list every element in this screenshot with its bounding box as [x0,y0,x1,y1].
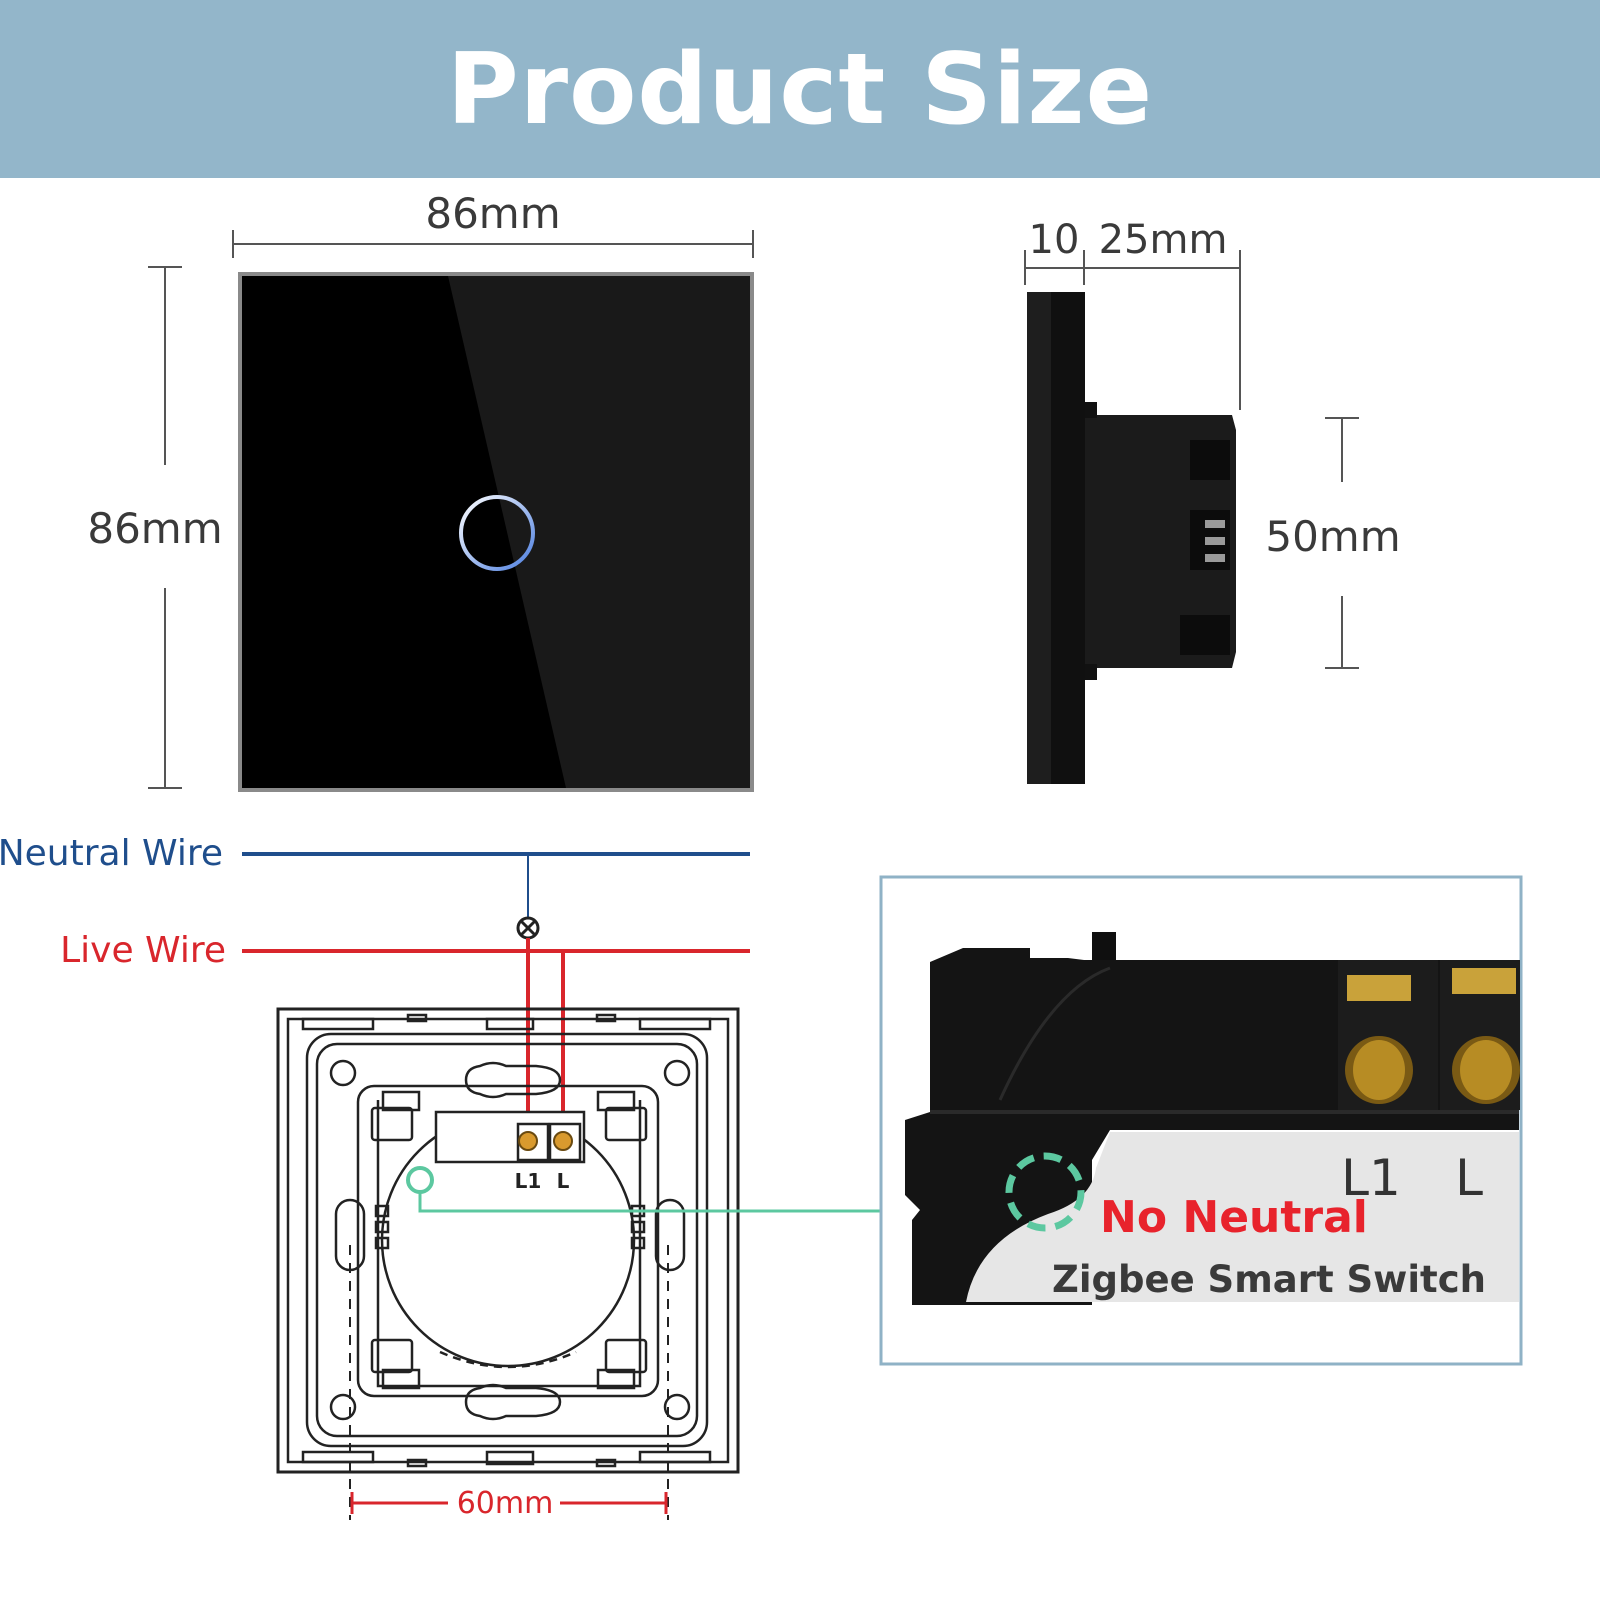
no-neutral-dashed-circle [1005,1152,1085,1232]
detail-photo: L1 L No Neutral Zigbee Smart Switch [879,875,1523,1366]
live-wire-label: Live Wire [60,930,226,971]
photo-terminal-l1-label: L1 [1341,1149,1401,1207]
wiring-diagram: Neutral Wire Live Wire [0,833,1010,1521]
front-height-label: 86mm [87,504,222,553]
no-neutral-marker [406,1166,434,1194]
touch-button-ring-icon[interactable] [459,495,535,571]
no-neutral-callout: No Neutral [1100,1192,1368,1243]
glass-reflection [448,276,750,788]
module-label-sticker [966,1132,1519,1302]
switch-back-plate [276,1007,740,1474]
page-title: Product Size [446,33,1154,147]
mount-spacing-label: 60mm [457,1486,554,1521]
terminal-screws-photo [1345,968,1520,1104]
side-view: 10 25mm 50mm [1024,217,1401,784]
header-banner: Product Size [0,0,1600,178]
neutral-wire-label: Neutral Wire [0,833,223,874]
lamp-icon [516,916,540,940]
product-name-label: Zigbee Smart Switch [1052,1258,1486,1301]
terminal-l-label: L [557,1169,570,1193]
terminal-l1-screw [518,1131,538,1151]
terminal-l1-label: L1 [515,1169,542,1193]
photo-terminal-l-label: L [1455,1149,1483,1207]
callout-leader-line [418,1192,1010,1213]
frame-depth-label: 10 [1029,217,1080,263]
front-width-label: 86mm [425,189,560,238]
body-height-label: 50mm [1265,512,1400,561]
terminal-l-screw [553,1131,573,1151]
body-depth-label: 25mm [1099,217,1228,263]
front-view: 86mm 86mm [87,189,754,792]
